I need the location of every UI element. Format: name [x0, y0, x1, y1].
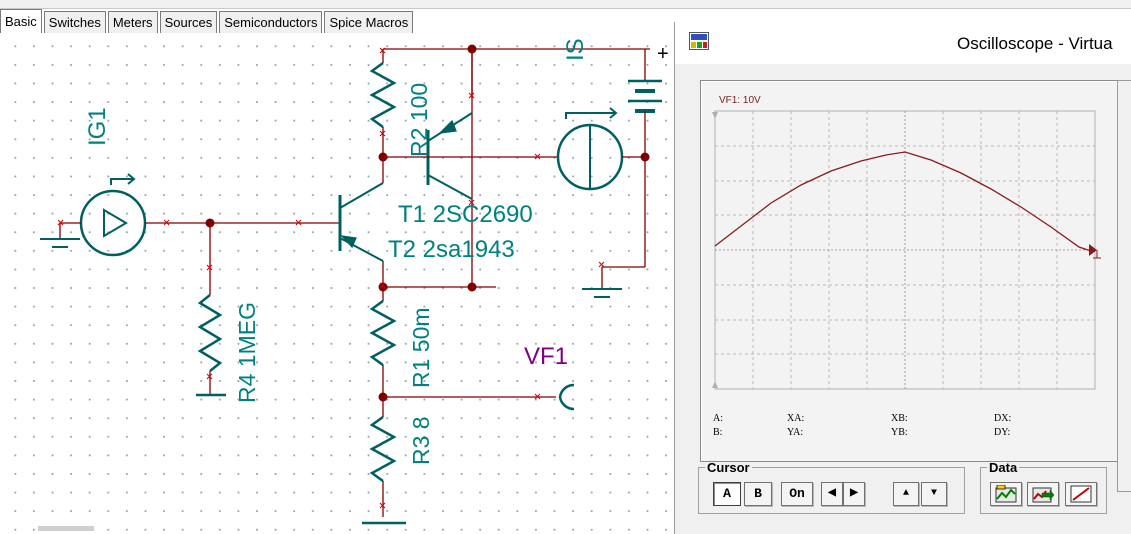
is-label: IS [562, 38, 589, 61]
readout-ya: YA: [787, 427, 804, 438]
tab-sources[interactable]: Sources [159, 11, 218, 33]
oscilloscope-title: Oscilloscope - Virtua [957, 34, 1113, 53]
r4-label: R4 1MEG [234, 302, 260, 403]
cursor-group-legend: Cursor [707, 460, 750, 475]
horizontal-scrollbar[interactable] [38, 526, 94, 531]
vf1-probe-label: VF1 [524, 343, 569, 370]
cursor-group: Cursor [698, 460, 965, 514]
battery-plus-label: + [657, 43, 669, 65]
open-data-button[interactable] [990, 482, 1022, 506]
cursor-on-button[interactable]: On [781, 482, 813, 506]
ig1-label: IG1 [84, 107, 111, 146]
readout-dy: DY: [994, 427, 1011, 438]
clear-trace-button[interactable] [1065, 482, 1097, 506]
readout-b: B: [713, 427, 723, 438]
cursor-b-button[interactable]: B [744, 482, 772, 506]
cursor-left-button[interactable]: ◀ [821, 482, 843, 506]
tab-basic[interactable]: Basic [0, 9, 42, 33]
readout-a: A: [713, 413, 723, 424]
schematic-canvas[interactable]: IG1 R4 1MEG R2 100 T1 2SC2690 T2 2sa1943… [0, 33, 680, 531]
export-data-icon [1032, 487, 1055, 503]
r1-label: R1 50m [408, 307, 434, 388]
readout-dx: DX: [994, 413, 1012, 424]
component-tabs: Basic Switches Meters Sources Semiconduc… [0, 9, 415, 33]
oscilloscope-window: Oscilloscope - Virtua VF1: 10V [674, 22, 1131, 534]
cursor-right-button[interactable]: ▶ [843, 482, 865, 506]
readout-xa: XA: [787, 413, 805, 424]
open-data-icon [995, 484, 1017, 503]
data-group-legend: Data [989, 460, 1018, 475]
oscilloscope-app-icon [689, 32, 709, 50]
tab-spice-macros[interactable]: Spice Macros [324, 11, 414, 33]
cursor-up-button[interactable]: ▲ [893, 482, 919, 506]
oscilloscope-screen[interactable]: VF1: 10V A: B: XA: [700, 80, 1119, 462]
t1-label: T1 2SC2690 [398, 201, 533, 228]
r2-label: R2 100 [406, 82, 432, 157]
oscilloscope-titlebar: Oscilloscope - Virtua [675, 22, 1131, 64]
t2-label: T2 2sa1943 [388, 236, 515, 263]
tab-meters[interactable]: Meters [107, 11, 158, 33]
scope-side-panel [1117, 80, 1131, 492]
readout-yb: YB: [891, 427, 908, 438]
trace-channel-label: VF1: 10V [719, 95, 761, 106]
ig1-source-symbol [79, 189, 147, 257]
scope-graticule [712, 110, 1101, 390]
export-data-button[interactable] [1027, 482, 1059, 506]
r3-label: R3 8 [408, 416, 434, 465]
readout-xb: XB: [891, 413, 908, 424]
tab-switches[interactable]: Switches [43, 11, 106, 33]
top-ruler [0, 0, 1131, 9]
data-group: Data [980, 460, 1107, 514]
schematic-wires [40, 44, 662, 525]
tab-semiconductors[interactable]: Semiconductors [219, 11, 323, 33]
clear-trace-icon [1070, 485, 1092, 503]
cursor-down-button[interactable]: ▼ [921, 482, 947, 506]
cursor-a-button[interactable]: A [713, 482, 741, 506]
